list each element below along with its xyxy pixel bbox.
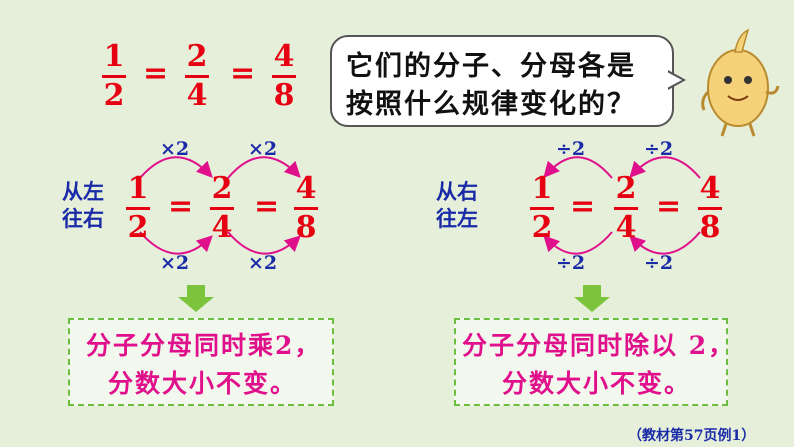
direction-line-1: 从左 xyxy=(62,179,104,204)
top-operator-1: ×2 xyxy=(160,138,190,160)
textbook-reference: （教材第57页例1） xyxy=(628,428,756,444)
equals-sign: = xyxy=(230,56,256,91)
arc-right-top-2 xyxy=(629,156,701,179)
fraction-bar xyxy=(185,75,209,78)
equals-sign: = xyxy=(254,189,280,224)
direction-label: 从左 往右 xyxy=(62,178,104,232)
numerator: 1 xyxy=(531,171,553,206)
down-arrow-icon xyxy=(574,285,610,312)
speech-bubble xyxy=(330,35,674,127)
fraction-2-4: 2 4 xyxy=(183,40,211,113)
arc-left-top-1 xyxy=(139,156,213,179)
down-arrow-icon xyxy=(178,285,214,312)
denominator: 8 xyxy=(273,78,295,113)
direction-line-2: 往右 xyxy=(62,206,104,231)
denominator: 4 xyxy=(615,210,637,245)
fraction-bar xyxy=(294,207,318,210)
denominator: 8 xyxy=(295,210,317,245)
fraction-4-8: 4 8 xyxy=(696,172,724,245)
fraction-2-4: 2 4 xyxy=(612,172,640,245)
bottom-operator-2: ÷2 xyxy=(644,252,674,274)
numerator: 4 xyxy=(699,171,721,206)
denominator: 2 xyxy=(531,210,553,245)
numerator: 4 xyxy=(295,171,317,206)
fraction-bar xyxy=(210,207,234,210)
fraction-1-2: 1 2 xyxy=(100,40,128,113)
direction-label: 从右 往左 xyxy=(436,178,478,232)
fraction-bar xyxy=(530,207,554,210)
fraction-bar xyxy=(102,75,126,78)
denominator: 4 xyxy=(186,78,208,113)
speech-bubble-tail-inner xyxy=(667,72,682,88)
equals-sign: = xyxy=(570,189,596,224)
fraction-2-4: 2 4 xyxy=(208,172,236,245)
numerator: 4 xyxy=(273,39,295,74)
speech-bubble-line-1: 它们的分子、分母各是 xyxy=(346,51,636,82)
fraction-bar xyxy=(614,207,638,210)
arc-left-bottom-1 xyxy=(139,231,213,255)
arc-right-bottom-1 xyxy=(543,231,613,255)
arc-left-top-2 xyxy=(227,156,301,179)
arc-right-bottom-2 xyxy=(629,231,701,255)
numerator: 2 xyxy=(615,171,637,206)
fraction-1-2: 1 2 xyxy=(124,172,152,245)
fraction-1-2: 1 2 xyxy=(528,172,556,245)
bottom-operator-1: ÷2 xyxy=(556,252,586,274)
direction-line-1: 从右 xyxy=(436,179,478,204)
equals-sign: = xyxy=(143,56,169,91)
top-operator-2: ÷2 xyxy=(644,138,674,160)
bottom-operator-2: ×2 xyxy=(248,252,278,274)
conclusion-line-1: 分子分母同时除以 2， xyxy=(462,331,736,360)
top-operator-2: ×2 xyxy=(248,138,278,160)
fraction-4-8: 4 8 xyxy=(270,40,298,113)
denominator: 2 xyxy=(103,78,125,113)
denominator: 4 xyxy=(211,210,233,245)
numerator: 1 xyxy=(127,171,149,206)
conclusion-box xyxy=(454,318,728,406)
numerator: 2 xyxy=(186,39,208,74)
speech-bubble-line-2: 按照什么规律变化的？ xyxy=(346,89,636,120)
equals-sign: = xyxy=(656,189,682,224)
fraction-bar xyxy=(698,207,722,210)
direction-line-2: 往左 xyxy=(436,206,478,231)
conclusion-line-1: 分子分母同时乘2， xyxy=(86,331,322,360)
fraction-bar xyxy=(272,75,296,78)
equals-sign: = xyxy=(168,189,194,224)
conclusion-line-2: 分数大小不变。 xyxy=(502,369,692,398)
numerator: 1 xyxy=(103,39,125,74)
conclusion-box xyxy=(68,318,334,406)
denominator: 8 xyxy=(699,210,721,245)
fraction-4-8: 4 8 xyxy=(292,172,320,245)
denominator: 2 xyxy=(127,210,149,245)
numerator: 2 xyxy=(211,171,233,206)
conclusion-line-2: 分数大小不变。 xyxy=(108,369,298,398)
bottom-operator-1: ×2 xyxy=(160,252,190,274)
top-operator-1: ÷2 xyxy=(556,138,586,160)
arc-right-top-1 xyxy=(543,156,613,179)
fraction-bar xyxy=(126,207,150,210)
arc-left-bottom-2 xyxy=(227,231,301,255)
character-mascot-icon xyxy=(701,28,780,137)
